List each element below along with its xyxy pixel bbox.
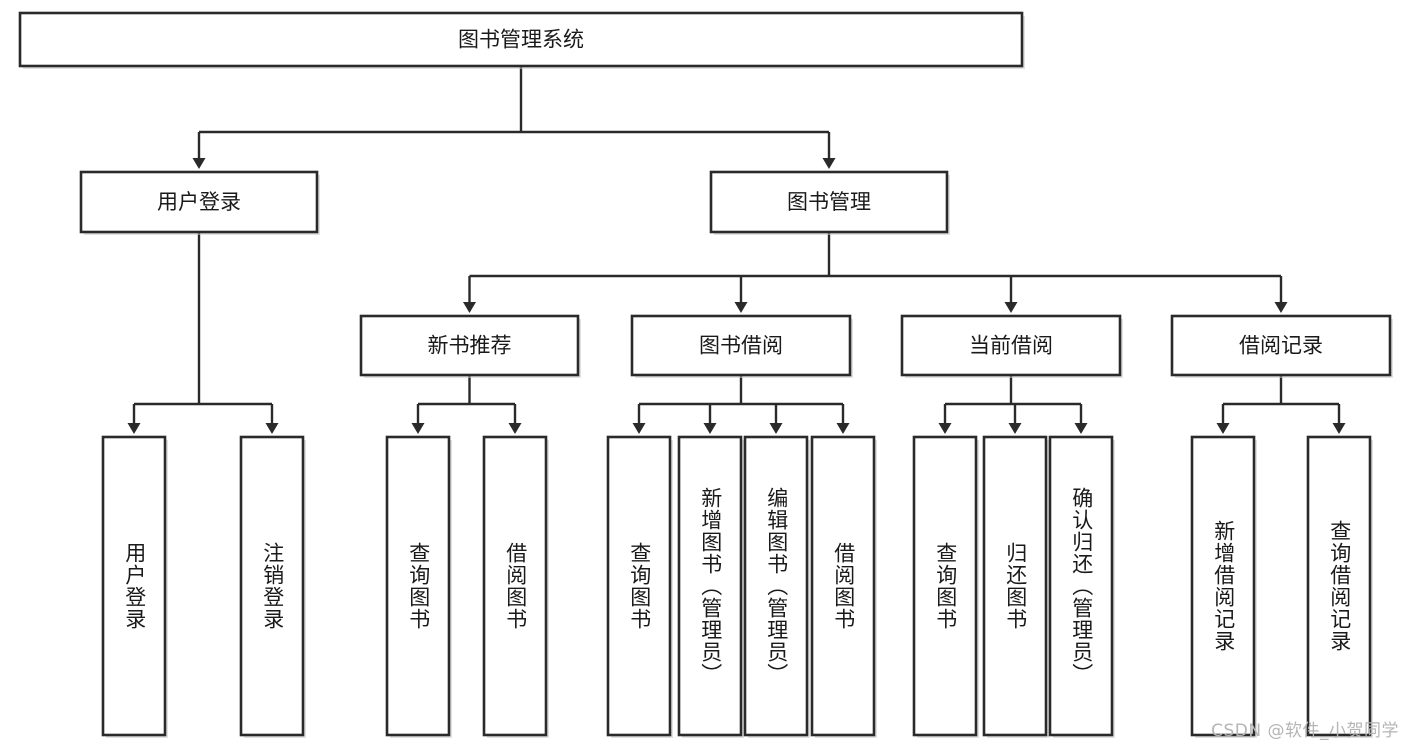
node-leaf-label-leaf-confirm-return: 确认归还（管理员）: [1069, 487, 1094, 685]
node-leaf-label-leaf-query-record: 查询借阅记录: [1327, 520, 1352, 652]
node-leaf-leaf-add-book[interactable]: [677, 435, 743, 737]
node-leaf-leaf-query-record[interactable]: [1306, 435, 1372, 737]
node-leaf-leaf-add-record[interactable]: [1190, 435, 1256, 737]
node-leaf-label-leaf-user-login: 用户登录: [122, 542, 147, 630]
node-leaf-leaf-query-book-cb[interactable]: [912, 435, 978, 737]
node-leaf-label-leaf-borrow-book-rec: 借阅图书: [503, 542, 528, 630]
node-leaf-leaf-edit-book[interactable]: [743, 435, 809, 737]
node-level3-new-book-rec[interactable]: [359, 314, 580, 377]
node-leaf-leaf-return-book[interactable]: [982, 435, 1048, 737]
node-level3-borrow-record[interactable]: [1170, 314, 1392, 377]
node-leaf-label-leaf-query-book-rec: 查询图书: [406, 542, 431, 630]
node-leaf-leaf-query-book-br[interactable]: [606, 435, 672, 737]
node-level2-book-manage[interactable]: [709, 170, 949, 234]
node-leaf-leaf-borrow-book-br[interactable]: [810, 435, 876, 737]
node-level2-user-login[interactable]: [79, 170, 319, 234]
node-level3-label-current-borrow: 当前借阅: [969, 334, 1053, 358]
node-leaf-leaf-logout[interactable]: [239, 435, 305, 737]
node-level3-book-borrow[interactable]: [630, 314, 852, 377]
node-leaf-label-leaf-add-book: 新增图书（管理员）: [698, 487, 723, 685]
node-leaf-label-leaf-query-book-br: 查询图书: [627, 542, 652, 630]
box-layer: [18, 11, 1393, 738]
watermark-text: CSDN @软件_小贺同学: [1211, 721, 1399, 741]
node-level3-label-borrow-record: 借阅记录: [1239, 334, 1323, 358]
node-leaf-label-leaf-add-record: 新增借阅记录: [1211, 520, 1236, 652]
node-leaf-leaf-user-login[interactable]: [101, 435, 167, 737]
node-root-label: 图书管理系统: [458, 28, 584, 52]
node-leaf-label-leaf-edit-book: 编辑图书（管理员）: [764, 487, 789, 685]
node-leaf-label-leaf-return-book: 归还图书: [1003, 542, 1028, 630]
node-level3-current-borrow[interactable]: [900, 314, 1122, 377]
node-level2-label-book-manage: 图书管理: [787, 190, 871, 214]
node-leaf-leaf-query-book-rec[interactable]: [385, 435, 451, 737]
node-leaf-label-leaf-logout: 注销登录: [260, 542, 285, 630]
node-level3-label-new-book-rec: 新书推荐: [428, 334, 512, 358]
connector-layer: [127, 66, 1346, 434]
node-leaf-leaf-confirm-return[interactable]: [1048, 435, 1114, 737]
node-level3-label-book-borrow: 图书借阅: [699, 334, 783, 358]
node-leaf-label-leaf-borrow-book-br: 借阅图书: [831, 542, 856, 630]
node-leaf-leaf-borrow-book-rec[interactable]: [482, 435, 548, 737]
node-root[interactable]: [18, 11, 1024, 68]
node-leaf-label-leaf-query-book-cb: 查询图书: [933, 542, 958, 630]
node-level2-label-user-login: 用户登录: [157, 190, 241, 214]
